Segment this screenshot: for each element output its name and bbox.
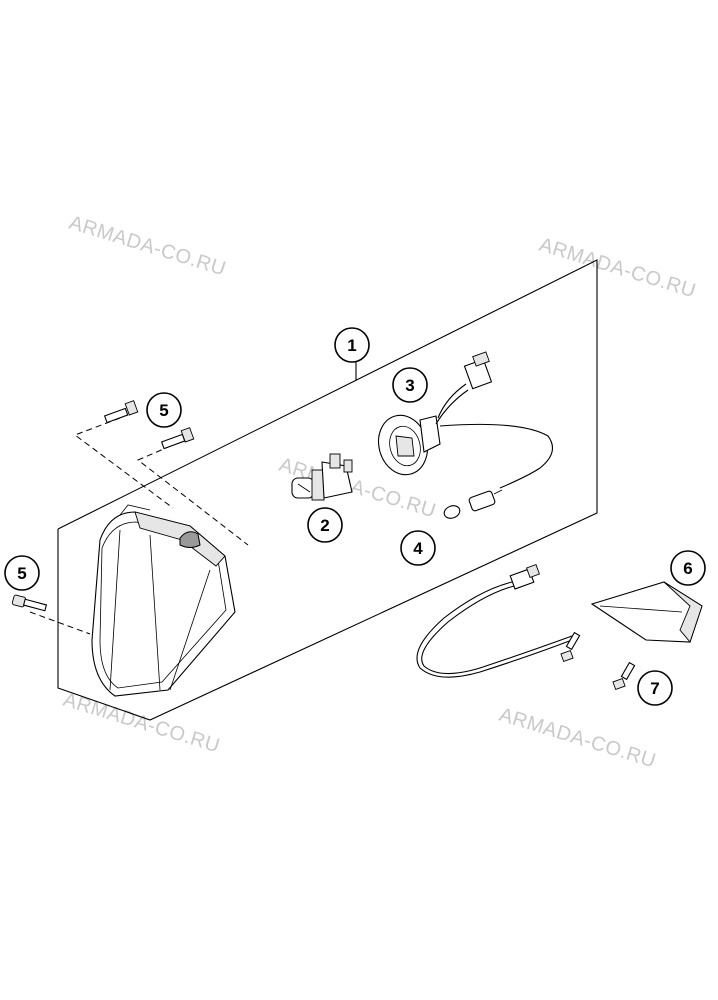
- callout-4: 4: [400, 530, 436, 566]
- callout-label: 5: [159, 401, 168, 420]
- callout-label: 5: [17, 564, 26, 583]
- callout-7: 7: [637, 670, 673, 706]
- callout-5-upper: 5: [146, 392, 182, 428]
- callout-1: 1: [334, 327, 370, 363]
- watermark: ARMADA-CO.RU: [61, 689, 223, 758]
- bolt-upper: [103, 400, 139, 424]
- callout-2: 2: [307, 507, 343, 543]
- bolt-left: [11, 594, 48, 612]
- screw-lower: [612, 661, 636, 691]
- number-plate-light: [590, 581, 703, 643]
- callout-5-left: 5: [4, 555, 40, 591]
- callout-6: 6: [670, 550, 706, 586]
- position-bulb: [443, 489, 503, 519]
- watermark: ARMADA-CO.RU: [497, 704, 659, 773]
- watermark: ARMADA-CO.RU: [67, 212, 229, 281]
- bulb-socket-connector: [378, 351, 554, 489]
- callout-label: 7: [650, 679, 659, 698]
- bolt-middle: [160, 427, 195, 450]
- watermark: ARMADA-CO.RU: [537, 234, 699, 303]
- screw-upper: [560, 631, 581, 663]
- headlight-bulb: [291, 453, 353, 501]
- assembly-outline: [57, 259, 598, 721]
- callout-label: 4: [413, 539, 423, 558]
- callout-label: 3: [405, 376, 414, 395]
- callout-label: 1: [347, 336, 356, 355]
- callout-3: 3: [392, 367, 428, 403]
- callout-label: 6: [683, 559, 692, 578]
- callout-label: 2: [320, 516, 329, 535]
- headlight-housing: [91, 504, 236, 697]
- number-plate-light-harness: [416, 564, 573, 678]
